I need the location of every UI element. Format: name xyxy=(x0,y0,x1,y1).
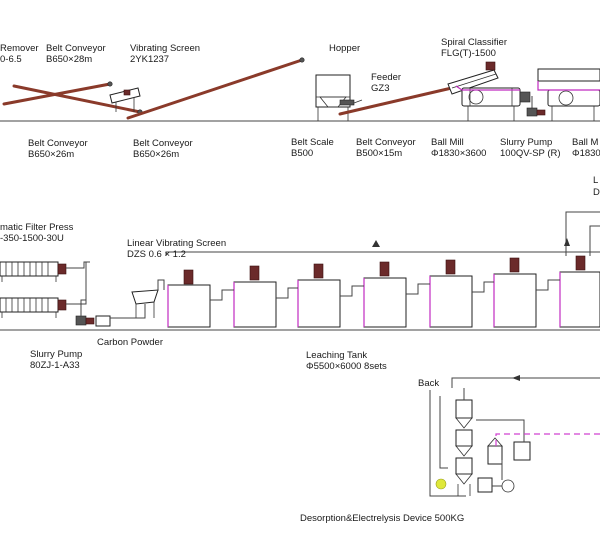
leaching-tank-3 xyxy=(297,263,341,328)
label-linear-vibrating-screen: Linear Vibrating Screen xyxy=(127,238,226,249)
label-belt-scale: Belt Scale xyxy=(291,137,334,148)
leaching-tank-1 xyxy=(167,269,211,328)
label-ball-mill-2-spec: Φ1830 xyxy=(572,148,600,159)
label-belt-conveyor-4: Belt Conveyor xyxy=(356,137,416,148)
label-slurry-pump-2: Slurry Pump xyxy=(30,349,82,360)
label-slurry-pump-1: Slurry Pump xyxy=(500,137,552,148)
automatic-filter-press xyxy=(0,261,90,318)
label-belt-conveyor-4-spec: B500×15m xyxy=(356,148,402,159)
row-leaching-section: matic Filter Press -350-1500-30U Linear … xyxy=(0,175,600,372)
label-remover: Remover xyxy=(0,43,39,54)
feeder xyxy=(339,99,363,106)
heater-indicator xyxy=(435,478,447,490)
slurry-pump-2 xyxy=(75,299,111,327)
ball-mill-1 xyxy=(455,85,531,121)
label-linear-vibrating-screen-spec: DZS 0.6 × 1.2 xyxy=(127,249,186,260)
conveyor-pulley xyxy=(107,81,113,87)
label-leaching-tank: Leaching Tank xyxy=(306,350,367,361)
spiral-classifier xyxy=(447,61,499,95)
label-slurry-pump-1-spec: 100QV-SP (R) xyxy=(500,148,561,159)
label-carbon-powder: Carbon Powder xyxy=(97,337,163,348)
dashed-pipe xyxy=(495,433,600,446)
belt-conveyor-26m-left xyxy=(12,84,142,114)
label-belt-conveyor-2: Belt Conveyor xyxy=(28,138,88,149)
linear-vibrating-screen xyxy=(110,289,159,319)
label-belt-conveyor-3: Belt Conveyor xyxy=(133,138,193,149)
conveyor-pulley xyxy=(299,57,305,63)
electrolysis-tanks xyxy=(439,396,531,493)
label-filter-press: matic Filter Press xyxy=(0,222,74,233)
leaching-tank-2 xyxy=(233,265,277,328)
label-belt-conveyor-3-spec: B650×26m xyxy=(133,149,179,160)
label-leaching-tank-spec: Φ5500×6000 8sets xyxy=(306,361,387,372)
label-belt-conveyor-2-spec: B650×26m xyxy=(28,149,74,160)
label-feeder-spec: GZ3 xyxy=(371,83,389,94)
label-vibrating-screen-spec: 2YK1237 xyxy=(130,54,169,65)
label-ball-mill-2: Ball M xyxy=(572,137,598,148)
label-vibrating-screen: Vibrating Screen xyxy=(130,43,200,54)
left-arrow-head xyxy=(512,375,520,381)
leaching-tank-6 xyxy=(493,257,537,328)
label-remover-spec: 0-6.5 xyxy=(0,54,22,65)
label-edge-d: D xyxy=(593,187,600,198)
ball-mill-2 xyxy=(537,68,600,121)
vibrating-screen xyxy=(109,87,141,112)
leaching-tank-5 xyxy=(429,259,473,328)
return-pipe xyxy=(451,377,600,388)
leaching-tank-7 xyxy=(559,255,600,328)
label-edge-l: L xyxy=(593,175,598,186)
label-spiral-classifier: Spiral Classifier xyxy=(441,37,507,48)
row-grinding-section: Remover 0-6.5 Belt Conveyor B650×28m Vib… xyxy=(0,37,600,160)
label-belt-conveyor-1: Belt Conveyor xyxy=(46,43,106,54)
label-filter-press-spec: -350-1500-30U xyxy=(0,233,64,244)
leaching-tanks xyxy=(167,255,600,328)
label-ball-mill-1-spec: Φ1830×3600 xyxy=(431,148,486,159)
label-belt-scale-spec: B500 xyxy=(291,148,313,159)
up-arrow-head xyxy=(564,238,570,246)
up-arrow-head xyxy=(372,240,380,247)
back-pipe xyxy=(429,390,466,497)
label-slurry-pump-2-spec: 80ZJ-1-A33 xyxy=(30,360,80,371)
desorption-electrolysis-device: Back Desorption&Electrelysis Device 500K… xyxy=(300,375,600,524)
label-hopper: Hopper xyxy=(329,43,360,54)
label-ball-mill-1: Ball Mill xyxy=(431,137,464,148)
label-feeder: Feeder xyxy=(371,72,401,83)
slurry-pump-1 xyxy=(526,96,546,117)
label-belt-conveyor-1-spec: B650×28m xyxy=(46,54,92,65)
belt-conveyor-15m xyxy=(338,85,458,116)
belt-conveyor-26m-main xyxy=(126,58,304,120)
label-back: Back xyxy=(418,378,439,389)
label-desorption: Desorption&Electrelysis Device 500KG xyxy=(300,513,464,524)
tank-overflow-pipes xyxy=(157,211,600,301)
leaching-tank-4 xyxy=(363,261,407,328)
label-spiral-classifier-spec: FLG(T)-1500 xyxy=(441,48,496,59)
desorption-columns xyxy=(455,388,473,496)
